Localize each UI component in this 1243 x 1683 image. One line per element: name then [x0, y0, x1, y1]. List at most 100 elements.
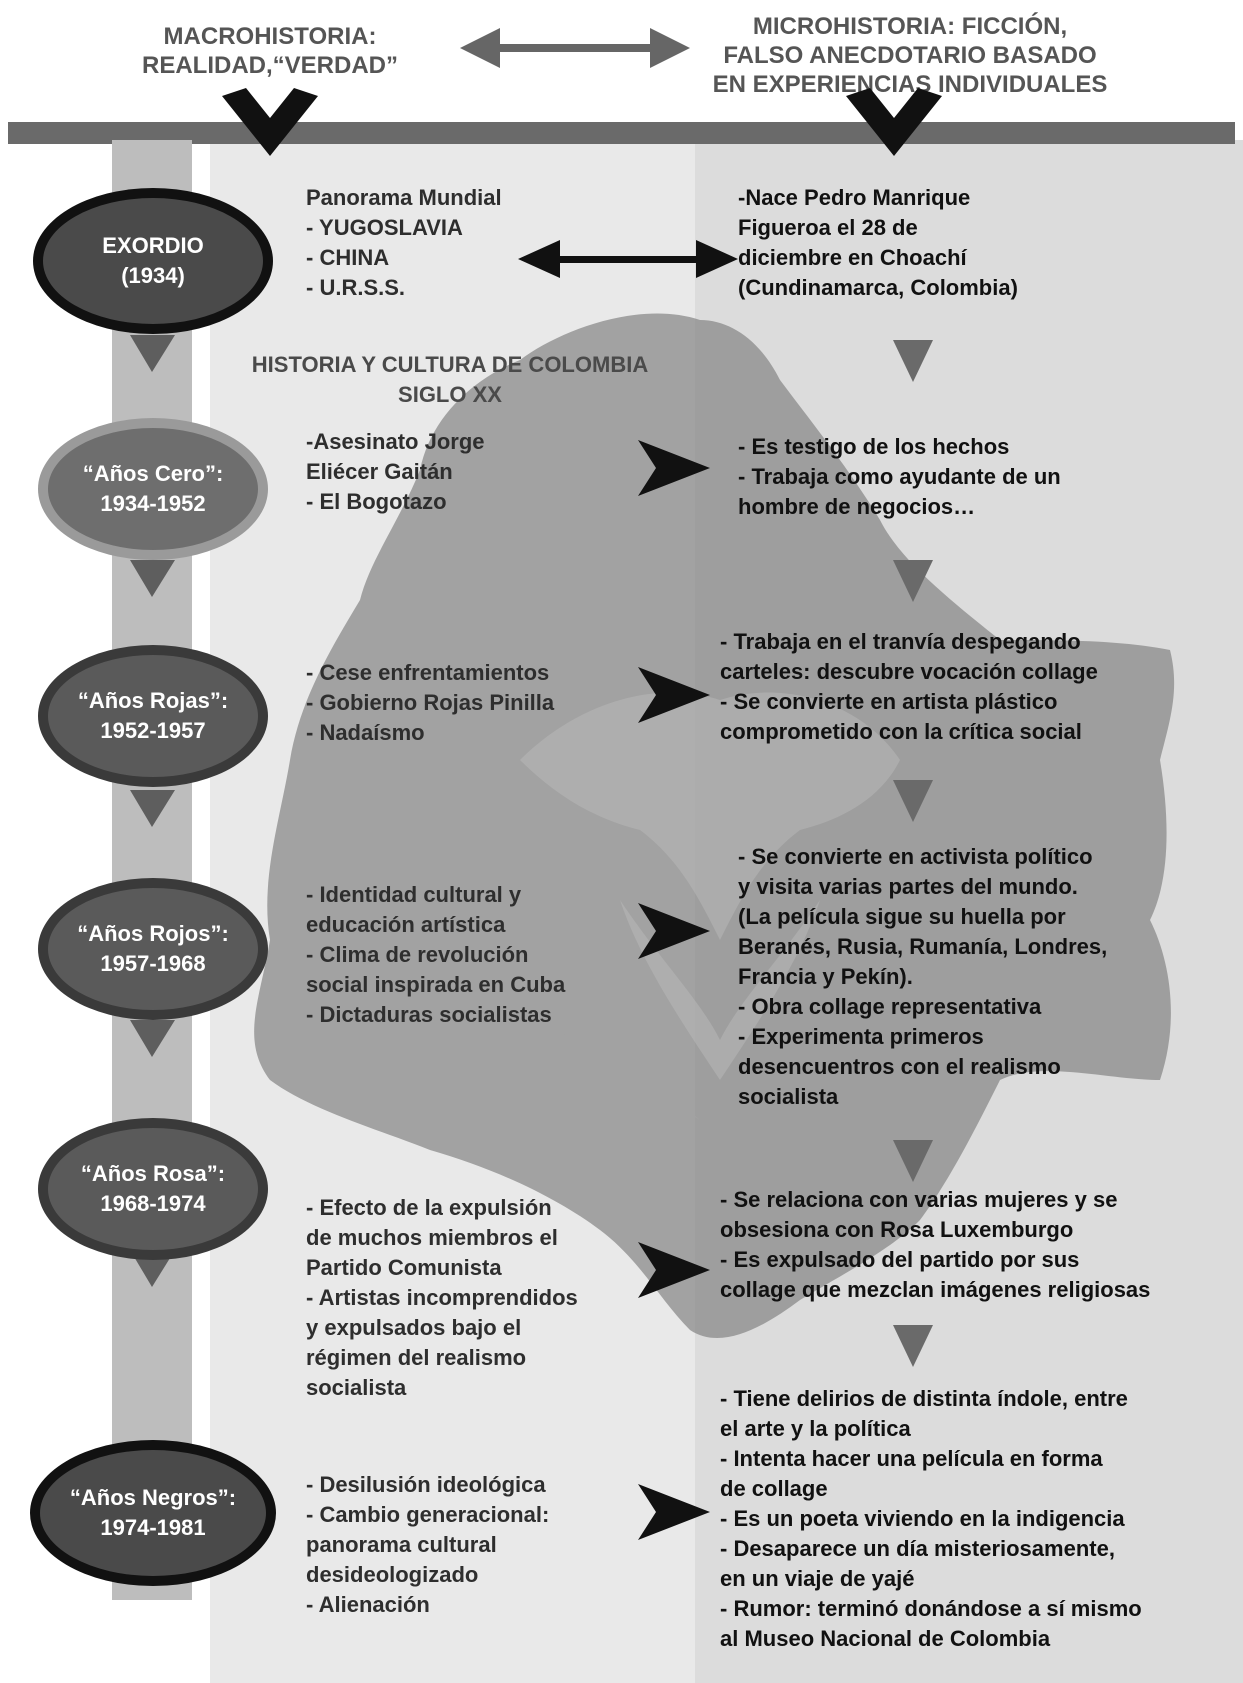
macro-event-line: - Artistas incomprendidos	[306, 1285, 578, 1310]
micro-events-anos-rojas: - Trabaja en el tranvía despegando carte…	[720, 627, 1098, 747]
micro-event-line: - Se convierte en activista político	[738, 844, 1093, 869]
macro-event-line: - Efecto de la expulsión	[306, 1195, 552, 1220]
macro-event-line: - Dictaduras socialistas	[306, 1002, 552, 1027]
micro-event-line: Francia y Pekín).	[738, 964, 913, 989]
double-arrow-icon	[518, 240, 738, 278]
arrow-down-icon	[893, 340, 933, 382]
micro-event-line: Beranés, Rusia, Rumanía, Londres,	[738, 934, 1108, 959]
micro-event-line: socialista	[738, 1084, 839, 1109]
micro-events-exordio: -Nace Pedro Manrique Figueroa el 28 de d…	[738, 183, 1018, 303]
double-arrow-icon	[460, 28, 690, 68]
macro-event-line: y expulsados bajo el	[306, 1315, 522, 1340]
macro-events-anos-negros: - Desilusión ideológica - Cambio generac…	[306, 1470, 549, 1620]
period-title-line: 1957-1968	[100, 951, 206, 976]
macro-events-anos-cero: -Asesinato Jorge Eliécer Gaitán - El Bog…	[306, 427, 485, 517]
macro-events-anos-rosa: - Efecto de la expulsión de muchos miemb…	[306, 1193, 578, 1403]
micro-event-line: al Museo Nacional de Colombia	[720, 1626, 1051, 1651]
period-title-line: 1952-1957	[100, 718, 206, 743]
micro-event-line: desencuentros con el realismo	[738, 1054, 1061, 1079]
period-title-line: (1934)	[121, 263, 185, 288]
microhistory-heading: MICROHISTORIA: FICCIÓN, FALSO ANECDOTARI…	[700, 12, 1120, 99]
micro-event-line: - Trabaja como ayudante de un	[738, 464, 1061, 489]
macro-event-line: - Cese enfrentamientos	[306, 660, 550, 685]
microhistory-heading-line: EN EXPERIENCIAS INDIVIDUALES	[712, 71, 1108, 98]
center-title-line: HISTORIA Y CULTURA DE COLOMBIA	[251, 352, 649, 377]
macro-events-anos-rojas: - Cese enfrentamientos - Gobierno Rojas …	[306, 658, 554, 748]
arrow-down-icon	[893, 780, 933, 822]
arrow-down-icon	[130, 560, 175, 597]
period-title-line: “Años Rojas”:	[77, 688, 229, 713]
period-title-line: EXORDIO	[102, 233, 204, 258]
micro-event-line: - Es un poeta viviendo en la indigencia	[720, 1506, 1125, 1531]
micro-event-line: Figueroa el 28 de	[738, 215, 918, 240]
micro-event-line: en un viaje de yajé	[720, 1566, 915, 1591]
arrow-right-icon	[638, 1484, 710, 1540]
macro-event-line: - Identidad cultural y	[306, 882, 522, 907]
micro-event-line: carteles: descubre vocación collage	[720, 659, 1098, 684]
micro-event-line: hombre de negocios…	[738, 494, 976, 519]
micro-event-line: - Experimenta primeros	[738, 1024, 984, 1049]
macro-event-line: -Asesinato Jorge	[306, 429, 485, 454]
period-title-line: “Años Rojos”:	[77, 921, 229, 946]
macro-event-line: - Nadaísmo	[306, 720, 425, 745]
micro-event-line: - Se relaciona con varias mujeres y se	[720, 1187, 1118, 1212]
micro-events-anos-negros: - Tiene delirios de distinta índole, ent…	[720, 1384, 1142, 1654]
macro-event-line: - Clima de revolución	[306, 942, 529, 967]
macrohistory-heading-line: MACROHISTORIA:	[163, 23, 377, 50]
micro-event-line: - Se convierte en artista plástico	[720, 689, 1058, 714]
micro-event-line: - Es testigo de los hechos	[738, 434, 1010, 459]
micro-events-anos-cero: - Es testigo de los hechos - Trabaja com…	[738, 432, 1061, 522]
period-ellipse-anos-rojos: “Años Rojos”: 1957-1968	[38, 878, 268, 1020]
arrow-down-icon	[130, 790, 175, 827]
macro-event-line: - YUGOSLAVIA	[306, 215, 463, 240]
micro-event-line: (La película sigue su huella por	[738, 904, 1066, 929]
period-title-line: 1968-1974	[100, 1191, 206, 1216]
macro-event-line: - Gobierno Rojas Pinilla	[306, 690, 555, 715]
macrohistory-heading: MACROHISTORIA: REALIDAD,“VERDAD”	[120, 22, 420, 80]
microhistory-heading-line: FALSO ANECDOTARIO BASADO	[723, 42, 1097, 69]
center-title: HISTORIA Y CULTURA DE COLOMBIA SIGLO XX	[215, 350, 685, 410]
macro-events-anos-rojos: - Identidad cultural y educación artísti…	[306, 880, 565, 1030]
micro-event-line: collage que mezclan imágenes religiosas	[720, 1277, 1151, 1302]
macro-event-line: Panorama Mundial	[306, 185, 502, 210]
macro-event-line: - Desilusión ideológica	[306, 1472, 546, 1497]
timeline-spine	[112, 140, 192, 1600]
chevron-down-icon	[222, 88, 318, 156]
arrow-right-icon	[638, 667, 710, 723]
micro-event-line: diciembre en Choachí	[738, 245, 967, 270]
micro-event-line: (Cundinamarca, Colombia)	[738, 275, 1018, 300]
period-title-line: “Años Negros”:	[69, 1485, 237, 1510]
micro-event-line: el arte y la política	[720, 1416, 911, 1441]
period-ellipse-anos-rosa: “Años Rosa”:1968-1974	[38, 1118, 268, 1260]
macro-event-line: - CHINA	[306, 245, 390, 270]
period-ellipse-exordio: EXORDIO (1934)	[33, 188, 273, 334]
macro-event-line: - U.R.S.S.	[306, 275, 406, 300]
header-graphics	[222, 28, 942, 156]
micro-event-line: - Rumor: terminó donándose a sí mismo	[720, 1596, 1142, 1621]
macro-events-exordio: Panorama Mundial - YUGOSLAVIA - CHINA - …	[306, 183, 502, 303]
macro-event-line: - Alienación	[306, 1592, 430, 1617]
macro-event-line: educación artística	[306, 912, 506, 937]
micro-event-line: - Desaparece un día misteriosamente,	[720, 1536, 1115, 1561]
micro-event-line: de collage	[720, 1476, 828, 1501]
period-ellipse-anos-rojas: “Años Rojas”: 1952-1957	[38, 645, 268, 787]
macro-event-line: desideologizado	[306, 1562, 479, 1587]
micro-event-line: y visita varias partes del mundo.	[738, 874, 1078, 899]
macro-event-line: Partido Comunista	[306, 1255, 502, 1280]
arrow-down-icon	[893, 560, 933, 602]
period-ellipse-anos-negros: “Años Negros”: 1974-1981	[30, 1440, 276, 1586]
arrow-right-icon	[638, 1242, 710, 1298]
center-title-line: SIGLO XX	[398, 382, 502, 407]
period-title-line: 1974-1981	[100, 1515, 206, 1540]
micro-event-line: - Trabaja en el tranvía despegando	[720, 629, 1081, 654]
arrow-down-icon	[893, 1325, 933, 1367]
arrow-down-icon	[130, 1020, 175, 1057]
macro-event-line: - El Bogotazo	[306, 489, 447, 514]
micro-events-anos-rosa: - Se relaciona con varias mujeres y se o…	[720, 1185, 1150, 1305]
arrow-down-icon	[893, 1140, 933, 1182]
arrow-right-icon	[638, 903, 710, 959]
microhistory-heading-line: MICROHISTORIA: FICCIÓN,	[752, 13, 1068, 40]
header-divider-bar	[8, 122, 1235, 144]
arrow-down-icon	[130, 335, 175, 372]
